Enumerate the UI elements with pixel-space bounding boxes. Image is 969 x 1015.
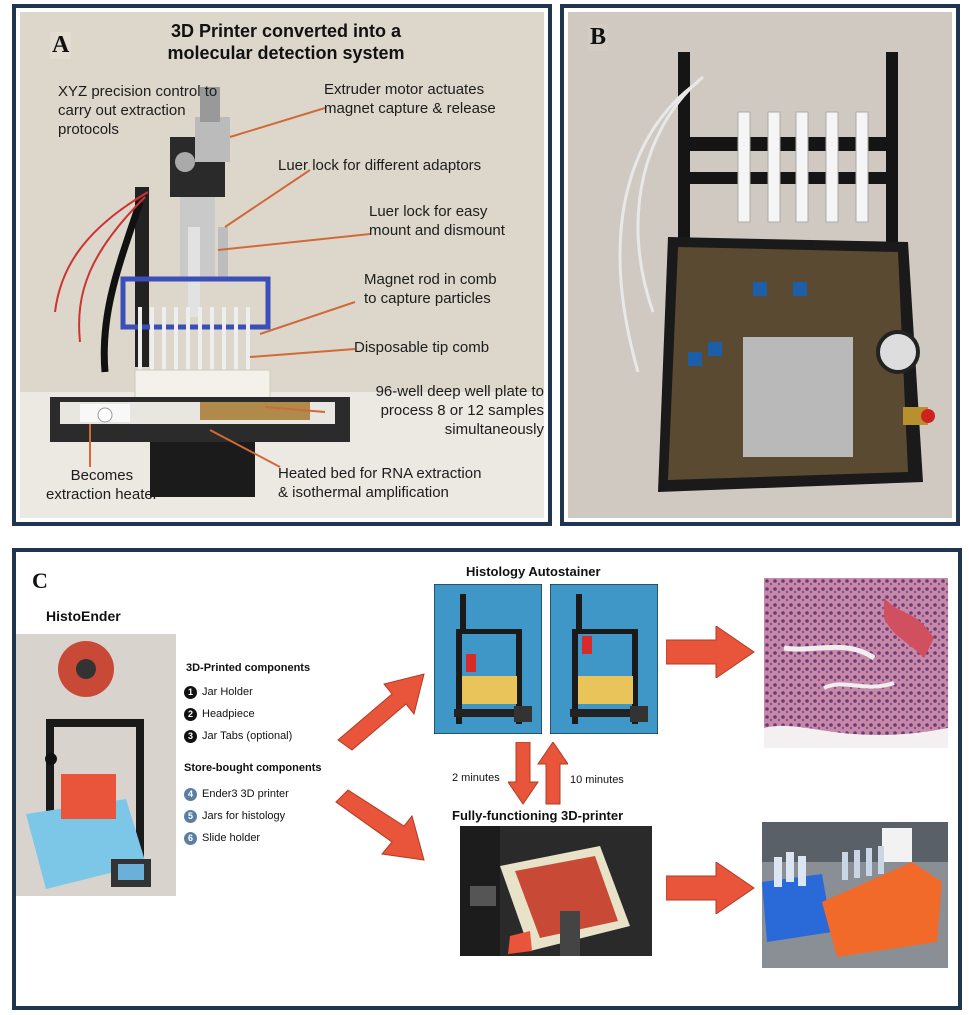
label-line: XYZ precision control to	[58, 83, 218, 100]
label-extraction-heater: Becomes extraction heater	[46, 466, 158, 504]
component-item: 3 Jar Tabs (optional)	[184, 728, 292, 744]
label-line: Disposable tip comb	[354, 339, 490, 356]
label-extruder-motor: Extruder motor actuates magnet capture &…	[324, 80, 496, 118]
number-badge: 3	[184, 729, 197, 743]
label-luer-lock-mount: Luer lock for easy mount and dismount	[369, 202, 505, 240]
panel-letter: B	[588, 24, 609, 51]
fully-functioning-title: Fully-functioning 3D-printer	[452, 808, 624, 823]
component-item: 4 Ender3 3D printer	[184, 786, 289, 802]
label-line: Becomes	[70, 467, 134, 484]
label-xyz-control: XYZ precision control to carry out extra…	[58, 82, 217, 139]
label-line: extraction heater	[46, 486, 158, 503]
fluidic-device-photo	[568, 12, 952, 518]
label-luer-lock-adaptors: Luer lock for different adaptors	[278, 156, 481, 175]
label-line: magnet capture & release	[324, 100, 496, 117]
component-label: Headpiece	[202, 708, 255, 720]
printed-components-heading: 3D-Printed components	[186, 662, 311, 674]
number-badge: 5	[184, 809, 197, 823]
label-line: & isothermal amplification	[278, 484, 449, 501]
arrow-to-printer	[332, 784, 428, 866]
autostainer-diagram-1	[434, 584, 542, 734]
histology-stained-tissue	[764, 578, 948, 748]
label-line: protocols	[58, 121, 119, 138]
label-line: to capture particles	[364, 290, 491, 307]
label-line: Magnet rod in comb	[364, 271, 497, 288]
panel-title: 3D Printer converted into a molecular de…	[136, 20, 436, 64]
number-badge: 6	[184, 831, 197, 845]
panel-letter: A	[50, 32, 72, 59]
autostainer-diagram-2	[550, 584, 658, 734]
arrow-to-tube-rack	[666, 862, 756, 914]
number-badge: 2	[184, 707, 197, 721]
title-line: 3D Printer converted into a	[170, 21, 402, 41]
component-label: Jars for histology	[202, 810, 286, 822]
title-line: molecular detection system	[167, 43, 405, 63]
component-label: Ender3 3D printer	[202, 788, 289, 800]
histoender-photo	[16, 634, 176, 896]
arrow-to-histology	[666, 626, 756, 678]
label-line: Luer lock for easy	[369, 203, 488, 220]
arrow-to-autostainer	[332, 670, 428, 760]
fully-functioning-photo	[460, 826, 652, 956]
component-item: 1 Jar Holder	[184, 684, 253, 700]
printer-extraction-photo	[20, 12, 544, 518]
time-down-label: 2 minutes	[452, 772, 500, 784]
panel-c: C HistoEnder 3D-Printed components 1 Jar…	[12, 548, 962, 1010]
label-line: 96-well deep well plate to	[375, 383, 544, 400]
store-components-heading: Store-bought components	[184, 762, 322, 774]
label-deep-well-plate: 96-well deep well plate to process 8 or …	[324, 382, 544, 439]
label-line: mount and dismount	[369, 222, 505, 239]
label-line: Extruder motor actuates	[324, 81, 485, 98]
label-magnet-rod: Magnet rod in comb to capture particles	[364, 270, 497, 308]
label-line: Heated bed for RNA extraction	[278, 465, 482, 482]
time-up-label: 10 minutes	[570, 774, 624, 786]
component-item: 6 Slide holder	[184, 830, 260, 846]
component-label: Jar Tabs (optional)	[202, 730, 293, 742]
panel-b: B	[560, 4, 960, 526]
label-tip-comb: Disposable tip comb	[354, 338, 489, 357]
label-line: simultaneously	[444, 421, 544, 438]
component-label: Slide holder	[202, 832, 261, 844]
panel-a: A 3D Printer converted into a molecular …	[12, 4, 552, 526]
panel-letter: C	[32, 568, 48, 593]
transition-arrows	[508, 742, 568, 808]
label-heated-bed: Heated bed for RNA extraction & isotherm…	[278, 464, 481, 502]
tube-rack-photo	[762, 822, 948, 968]
label-line: carry out extraction	[58, 102, 186, 119]
component-label: Jar Holder	[202, 686, 253, 698]
label-line: Luer lock for different adaptors	[278, 157, 482, 174]
label-line: process 8 or 12 samples	[380, 402, 544, 419]
autostainer-title: Histology Autostainer	[466, 564, 601, 579]
histoender-title: HistoEnder	[46, 608, 121, 624]
number-badge: 4	[184, 787, 197, 801]
component-item: 5 Jars for histology	[184, 808, 285, 824]
number-badge: 1	[184, 685, 197, 699]
component-item: 2 Headpiece	[184, 706, 255, 722]
